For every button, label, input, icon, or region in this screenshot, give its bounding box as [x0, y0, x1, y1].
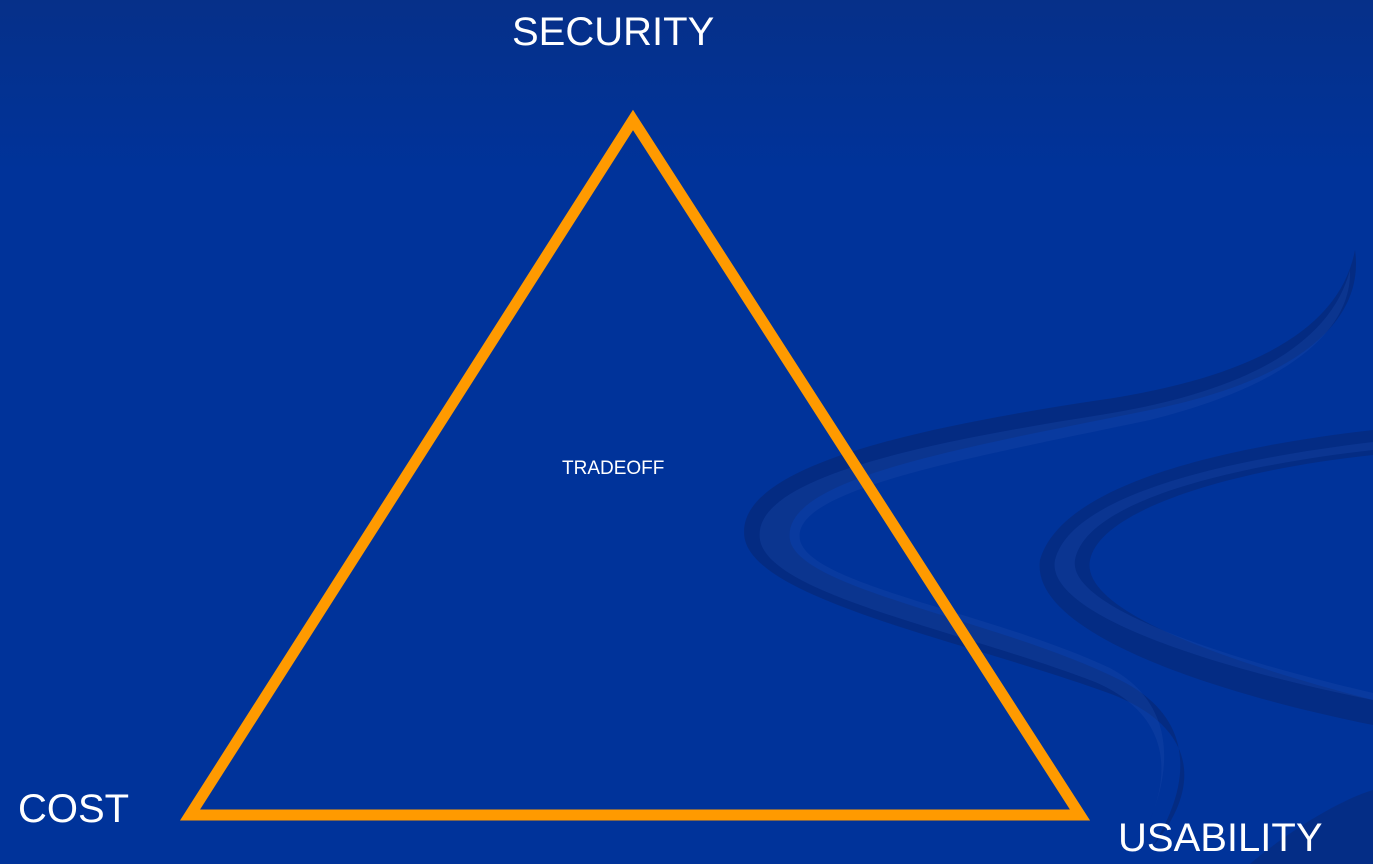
center-label-tradeoff: TRADEOFF	[562, 458, 665, 479]
vertex-label-security: SECURITY	[512, 10, 715, 54]
swirl-corner	[1250, 790, 1373, 864]
triangle-outline	[179, 109, 1091, 821]
swirl-band-lower	[1039, 430, 1373, 725]
vertex-label-usability: USABILITY	[1118, 816, 1323, 860]
vertex-label-cost: COST	[18, 787, 130, 831]
